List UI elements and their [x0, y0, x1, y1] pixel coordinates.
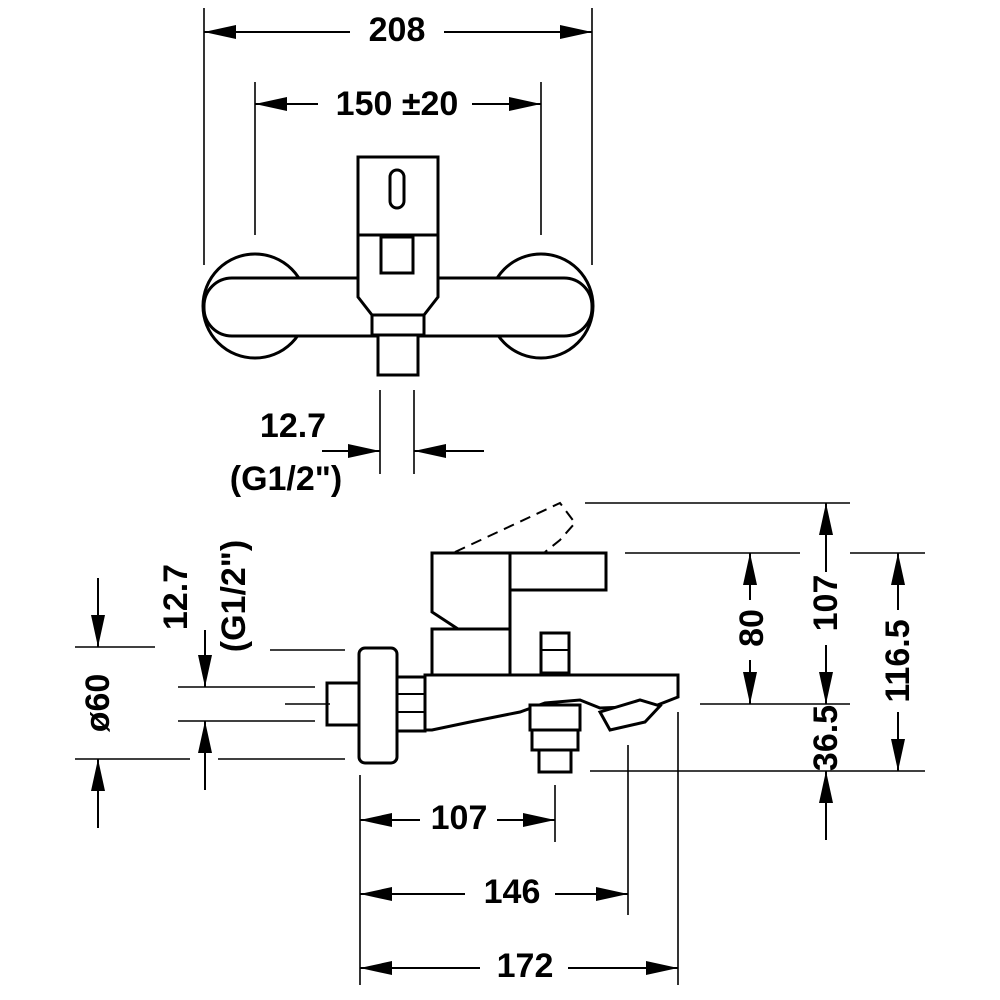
dim-top-center-distance: 150 ±20: [336, 85, 459, 123]
lever-raised-outline: [454, 501, 577, 553]
dim-spout-outlet-projection: 107: [431, 799, 488, 837]
dim-lever-height: 80: [733, 609, 771, 647]
mixer-body-side: [423, 673, 680, 732]
wall-stub: [325, 681, 365, 727]
dim-side-rosette-diameter: ø60: [79, 674, 117, 733]
top-view: 208 150 ±20 12.7 (G1/2"): [201, 8, 595, 498]
lever-base: [430, 551, 512, 631]
dim-diverter-projection: 146: [484, 873, 541, 911]
connection-nut: [395, 675, 427, 733]
spout-outlet-nut: [530, 728, 580, 752]
dim-side-connection-thread: (G1/2"): [215, 540, 253, 652]
dim-top-outlet-size: 12.7: [260, 407, 326, 445]
outlet-top: [370, 313, 426, 337]
dim-outlet-drop: 36.5: [807, 705, 845, 771]
dim-top-outlet-thread: (G1/2"): [230, 460, 342, 498]
dim-overall-height: 116.5: [879, 619, 917, 702]
diverter-lever: [597, 698, 663, 732]
lever-slot: [388, 168, 406, 210]
dim-overall-projection: 172: [497, 947, 554, 985]
spout-outlet-thread: [537, 748, 573, 774]
outlet-thread: [376, 333, 420, 377]
lever-handle-side: [508, 551, 608, 592]
cartridge-column: [430, 627, 512, 677]
dim-lever-raised-height: 107: [807, 575, 845, 632]
spout-outlet: [528, 703, 582, 732]
side-view: ø60 12.7 (G1/2") 80 107 36.5 11: [75, 501, 925, 985]
diverter-knob: [539, 631, 571, 675]
cartridge-nut: [379, 235, 415, 275]
dim-side-connection-size: 12.7: [157, 564, 195, 630]
dim-top-total-width: 208: [369, 11, 426, 49]
rosette-side: [357, 646, 399, 765]
